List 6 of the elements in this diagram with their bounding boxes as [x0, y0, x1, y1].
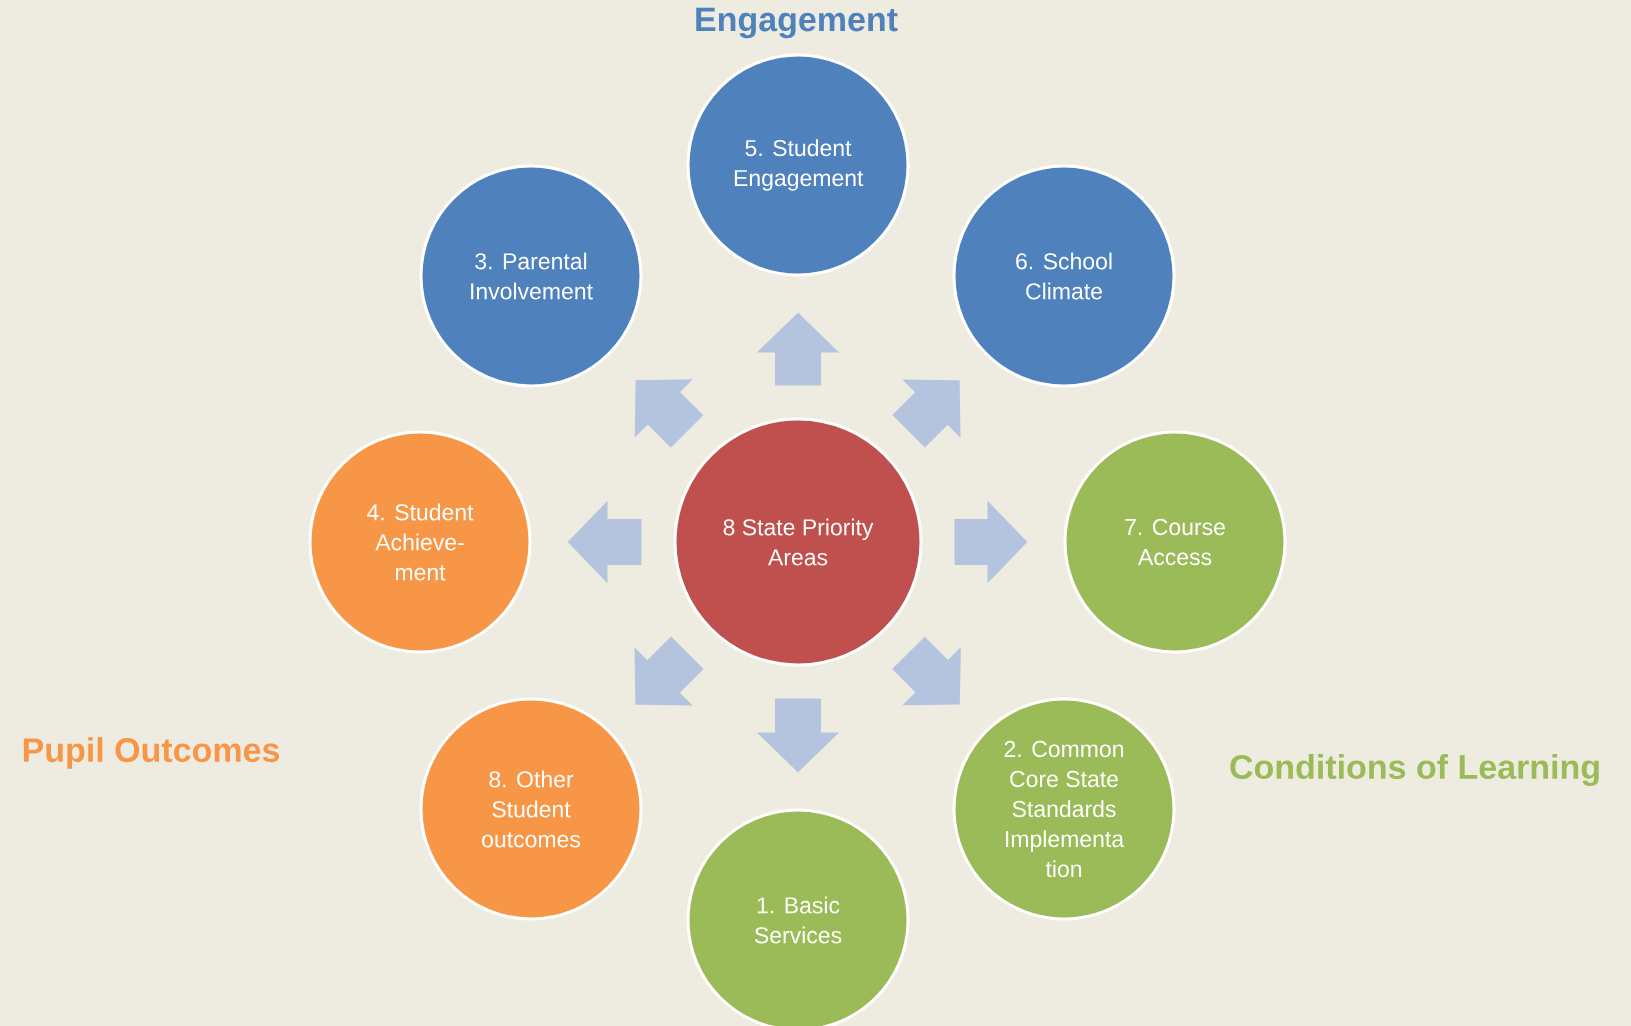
group-heading: Conditions of Learning	[1230, 754, 1599, 786]
block-arrow	[892, 379, 961, 448]
group-heading: Pupil Outcomes	[23, 737, 279, 769]
block-arrow	[634, 636, 704, 706]
block-arrow	[892, 636, 961, 706]
block-arrow	[634, 379, 704, 448]
